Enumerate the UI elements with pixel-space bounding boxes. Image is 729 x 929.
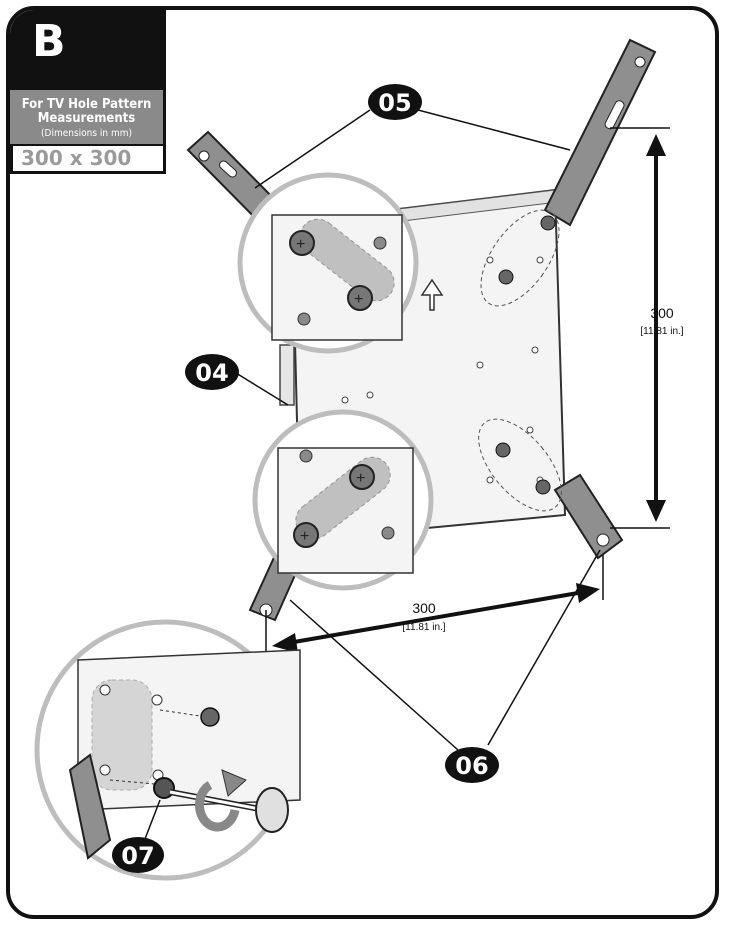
instruction-frame: + + + + (6, 6, 719, 919)
bracket-diagram: + + + + (34, 38, 684, 881)
svg-text:+: + (300, 528, 309, 545)
step-badge: B (10, 10, 166, 90)
horizontal-dimension (265, 555, 604, 662)
callout-04: 04 (185, 354, 239, 390)
screw-icon (200, 707, 220, 727)
svg-text:+: + (356, 470, 365, 487)
svg-text:+: + (354, 291, 363, 308)
leader-lines (235, 109, 601, 751)
horizontal-dimension-value: 300 (412, 600, 436, 616)
callout-05: 05 (368, 84, 422, 120)
detail-circle-lower: + + (252, 409, 434, 591)
bracket-arm-bottom-right (478, 418, 624, 560)
hole-pattern-header: For TV Hole Pattern Measurements (Dimens… (10, 90, 166, 144)
detail-circle-upper: + + (237, 172, 419, 354)
hole-pattern-title-line1: For TV Hole Pattern (21, 97, 152, 112)
svg-text:06: 06 (455, 752, 488, 780)
hole-pattern-value: 300 x 300 (10, 144, 166, 174)
svg-text:05: 05 (378, 89, 411, 117)
rotate-arrow-icon (195, 781, 240, 832)
hole-pattern-subtitle: (Dimensions in mm) (41, 128, 132, 139)
screwdriver-icon (255, 787, 289, 833)
callout-07: 07 (112, 799, 164, 873)
svg-text:+: + (296, 236, 305, 253)
horizontal-dimension-imperial: [11.81 in.] (402, 622, 445, 633)
callout-06: 06 (445, 747, 499, 783)
vertical-dimension-imperial: [11.81 in.] (640, 326, 683, 337)
vertical-dimension (610, 127, 670, 529)
step-letter: B (32, 16, 66, 67)
up-arrow-icon (420, 278, 444, 311)
detail-circle-screw (34, 619, 301, 881)
svg-text:07: 07 (121, 842, 154, 870)
hole-pattern-title-line2: Measurements (37, 111, 136, 126)
vertical-dimension-value: 300 (650, 305, 674, 321)
bracket-arm-top-right (480, 38, 657, 307)
svg-text:04: 04 (195, 359, 228, 387)
